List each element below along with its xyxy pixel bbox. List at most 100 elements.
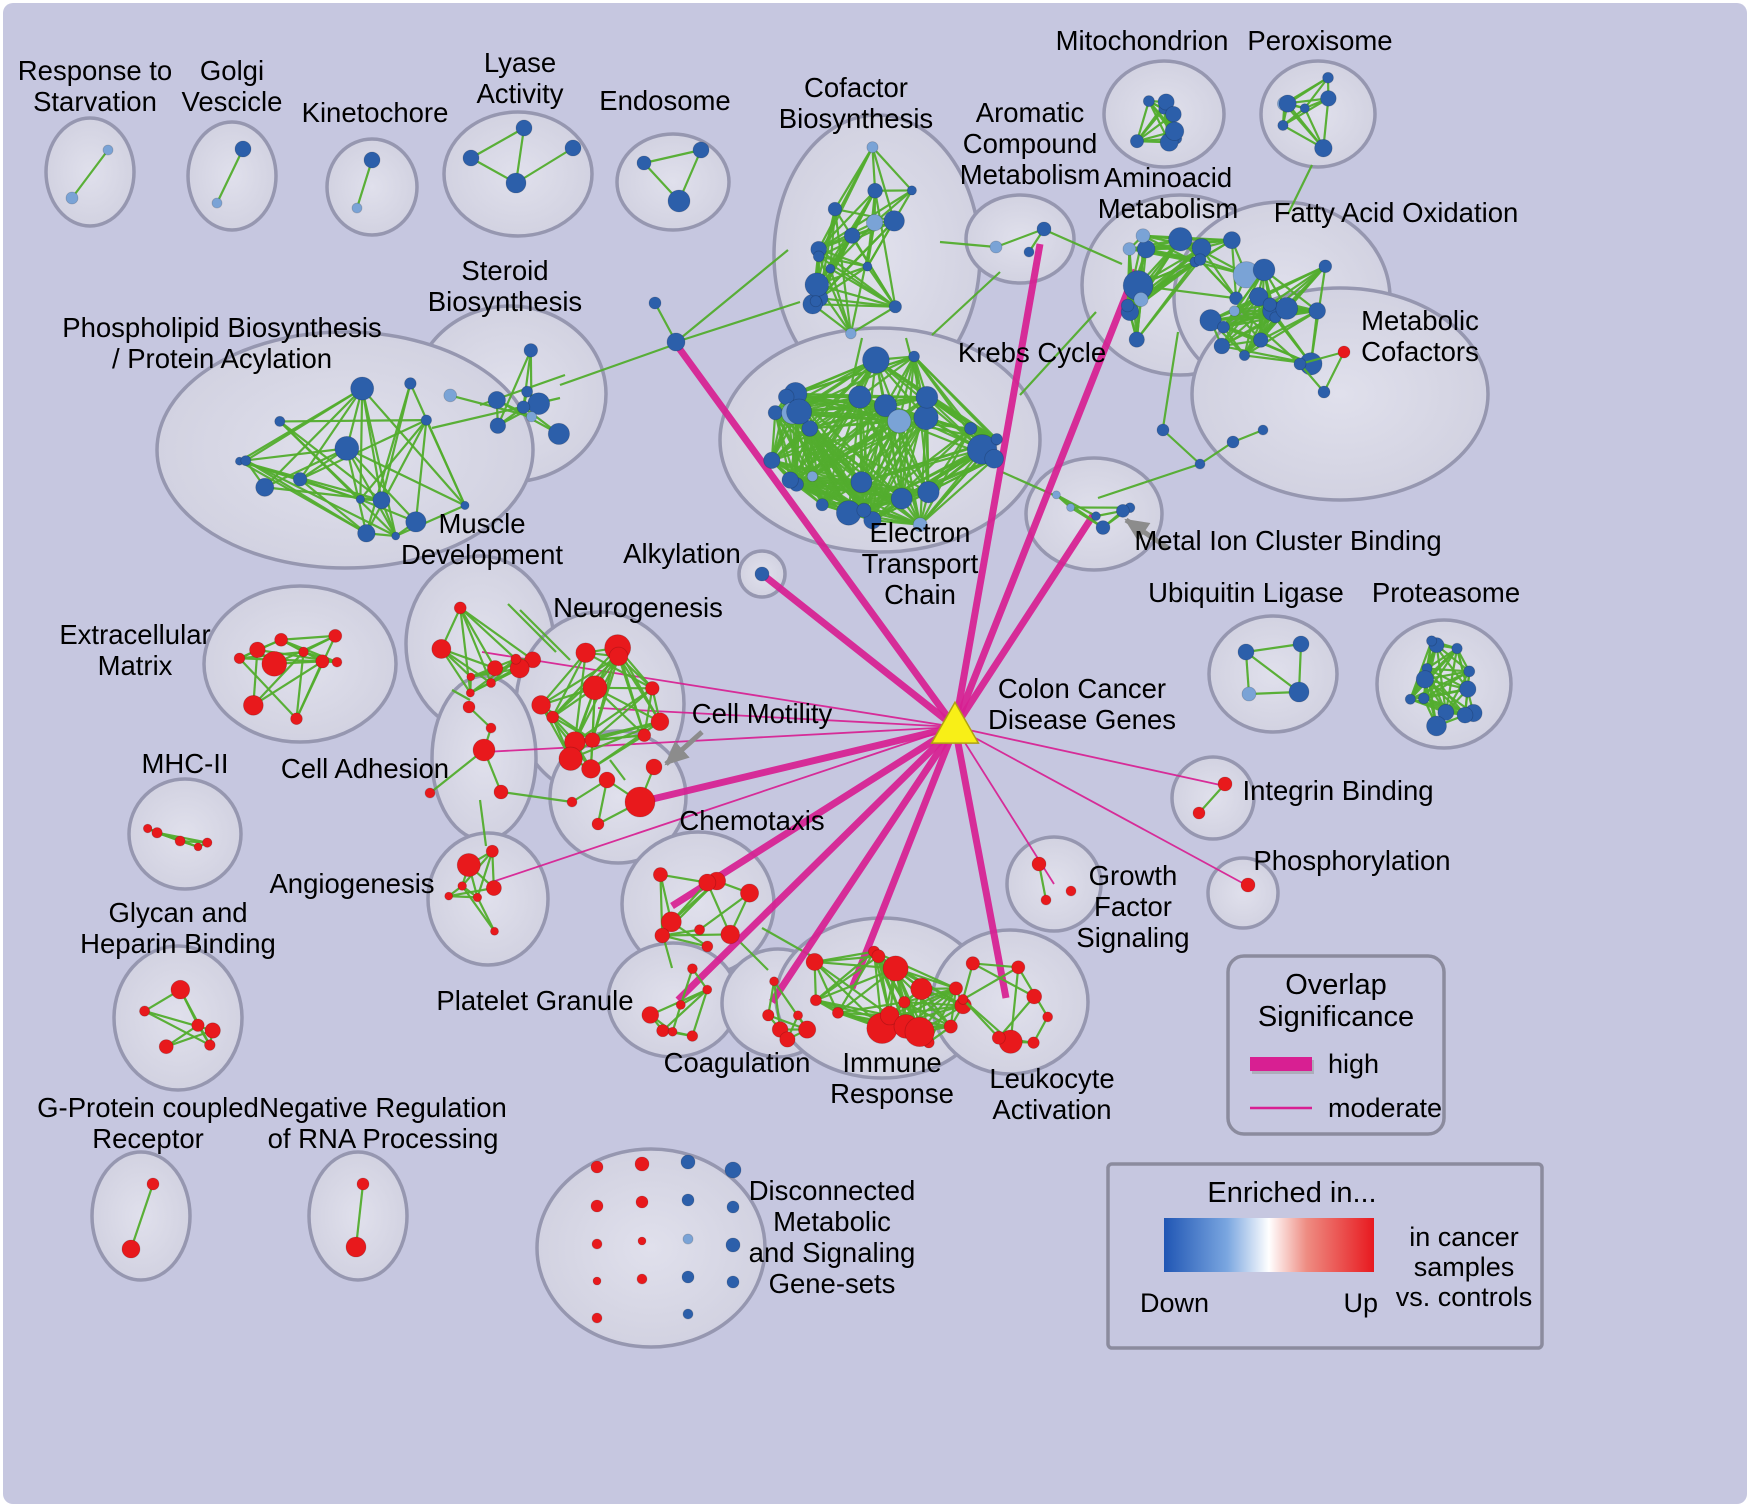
cluster-phosphorylation (1240, 877, 1256, 893)
label-line: Electron (870, 517, 971, 548)
label-line: of RNA Processing (268, 1123, 499, 1154)
gene-set-edge (279, 419, 427, 423)
gene-set-node (888, 300, 902, 314)
gene-set-node (862, 261, 873, 272)
gene-set-edge (1424, 678, 1466, 716)
gene-set-node (1426, 715, 1447, 737)
label-line: Gene-sets (769, 1268, 896, 1299)
label-line: / Protein Acylation (112, 343, 332, 374)
gene-set-node (1165, 105, 1182, 123)
gene-set-node (1027, 1036, 1040, 1049)
legend-title-line: Significance (1258, 1001, 1414, 1033)
gene-set-node (1318, 259, 1333, 274)
cluster-coagulation (762, 976, 817, 1048)
cluster-ellipse-mhc-ii (127, 777, 243, 891)
gene-set-node (443, 388, 458, 403)
gene-set-node (193, 842, 203, 852)
gene-set-edge (540, 651, 587, 706)
gene-set-edge (1299, 350, 1345, 366)
label-line: Disconnected (749, 1175, 916, 1206)
gene-set-node (798, 1020, 817, 1039)
gene-set-edge (995, 227, 1045, 249)
gene-set-node (660, 911, 682, 933)
gene-set-node (1133, 291, 1149, 308)
gene-set-node (1095, 520, 1111, 535)
label-line: Fatty Acid Oxidation (1274, 197, 1519, 228)
gene-set-edge (818, 265, 869, 299)
gene-set-edge (476, 896, 496, 932)
gene-set-edge (919, 417, 928, 525)
gene-set-node (862, 346, 890, 374)
gene-set-node (592, 1276, 602, 1286)
gene-set-node (590, 1199, 604, 1213)
label-line: Endosome (599, 85, 730, 116)
gene-set-node (1252, 258, 1276, 282)
gene-set-edge (1409, 640, 1433, 700)
label-line: Leukocyte (989, 1063, 1114, 1094)
cluster-label-mitochondrion: Mitochondrion (1056, 25, 1229, 56)
label-line: Cofactor (804, 72, 908, 103)
overlap-edge-moderate (954, 726, 1249, 887)
gene-set-edge (281, 634, 336, 641)
gene-set-node (726, 1275, 740, 1289)
label-line: Biosynthesis (428, 286, 582, 317)
gene-set-node (964, 421, 978, 436)
inter-cluster-edge (939, 240, 997, 249)
gene-set-node (948, 981, 964, 996)
label-line: Heparin Binding (80, 928, 276, 959)
gene-set-node (158, 1039, 174, 1055)
gene-set-node (654, 927, 671, 944)
gene-set-edge (698, 892, 751, 931)
cluster-label-phospholipid-biosynthesis: Phospholipid Biosynthesis/ Protein Acyla… (62, 312, 382, 374)
gene-set-node (1051, 490, 1061, 500)
annotation-arrows-layer (664, 517, 1170, 766)
label-line: Steroid (461, 255, 548, 286)
gene-set-node (444, 891, 454, 901)
gene-set-edge (585, 651, 653, 690)
gene-set-node (420, 414, 433, 426)
label-line: Immune (842, 1047, 941, 1078)
label-line: Lyase (484, 47, 556, 78)
cluster-label-platelet-granule: Platelet Granule (436, 985, 633, 1016)
gene-set-node (1129, 134, 1145, 149)
gene-set-node (917, 480, 940, 504)
gene-set-edge (592, 720, 661, 742)
inter-cluster-edge (1287, 164, 1313, 215)
gene-set-edge (772, 981, 782, 1030)
gene-set-node (681, 1193, 695, 1207)
gene-set-node (355, 494, 366, 505)
gene-set-node (720, 924, 740, 945)
gene-set-node (525, 411, 538, 423)
gene-set-edge (997, 995, 1036, 1039)
label-line: Ubiquitin Ligase (1148, 577, 1344, 608)
gene-set-node (462, 700, 476, 714)
gene-set-edge (540, 704, 594, 741)
label-line: Kinetochore (302, 97, 449, 128)
cluster-muscle-development (431, 601, 542, 698)
gene-set-edge (1426, 667, 1470, 673)
gene-set-edge (361, 387, 466, 507)
gene-set-node (581, 759, 601, 779)
gene-set-node (989, 240, 1003, 254)
gene-set-edge (346, 447, 466, 507)
gene-set-edge (812, 303, 896, 308)
gene-set-edge (798, 359, 877, 413)
gene-set-edge (570, 720, 661, 760)
gene-set-edge (299, 387, 364, 480)
cluster-ellipse-golgi-vescicle (186, 120, 278, 232)
gene-set-node (424, 787, 436, 799)
gene-set-node (1314, 138, 1333, 158)
inter-cluster-edge (675, 300, 801, 344)
gene-set-edge (1245, 651, 1300, 693)
gene-set-edge (671, 1004, 682, 1033)
gene-set-node (516, 400, 531, 414)
gene-set-node (1042, 1011, 1054, 1023)
gene-set-node (487, 391, 506, 410)
gene-set-edge (592, 734, 645, 742)
gene-set-node (1217, 320, 1230, 334)
gene-set-node (1459, 680, 1477, 698)
gene-set-node (315, 654, 330, 669)
label-line: and Signaling (749, 1237, 916, 1268)
